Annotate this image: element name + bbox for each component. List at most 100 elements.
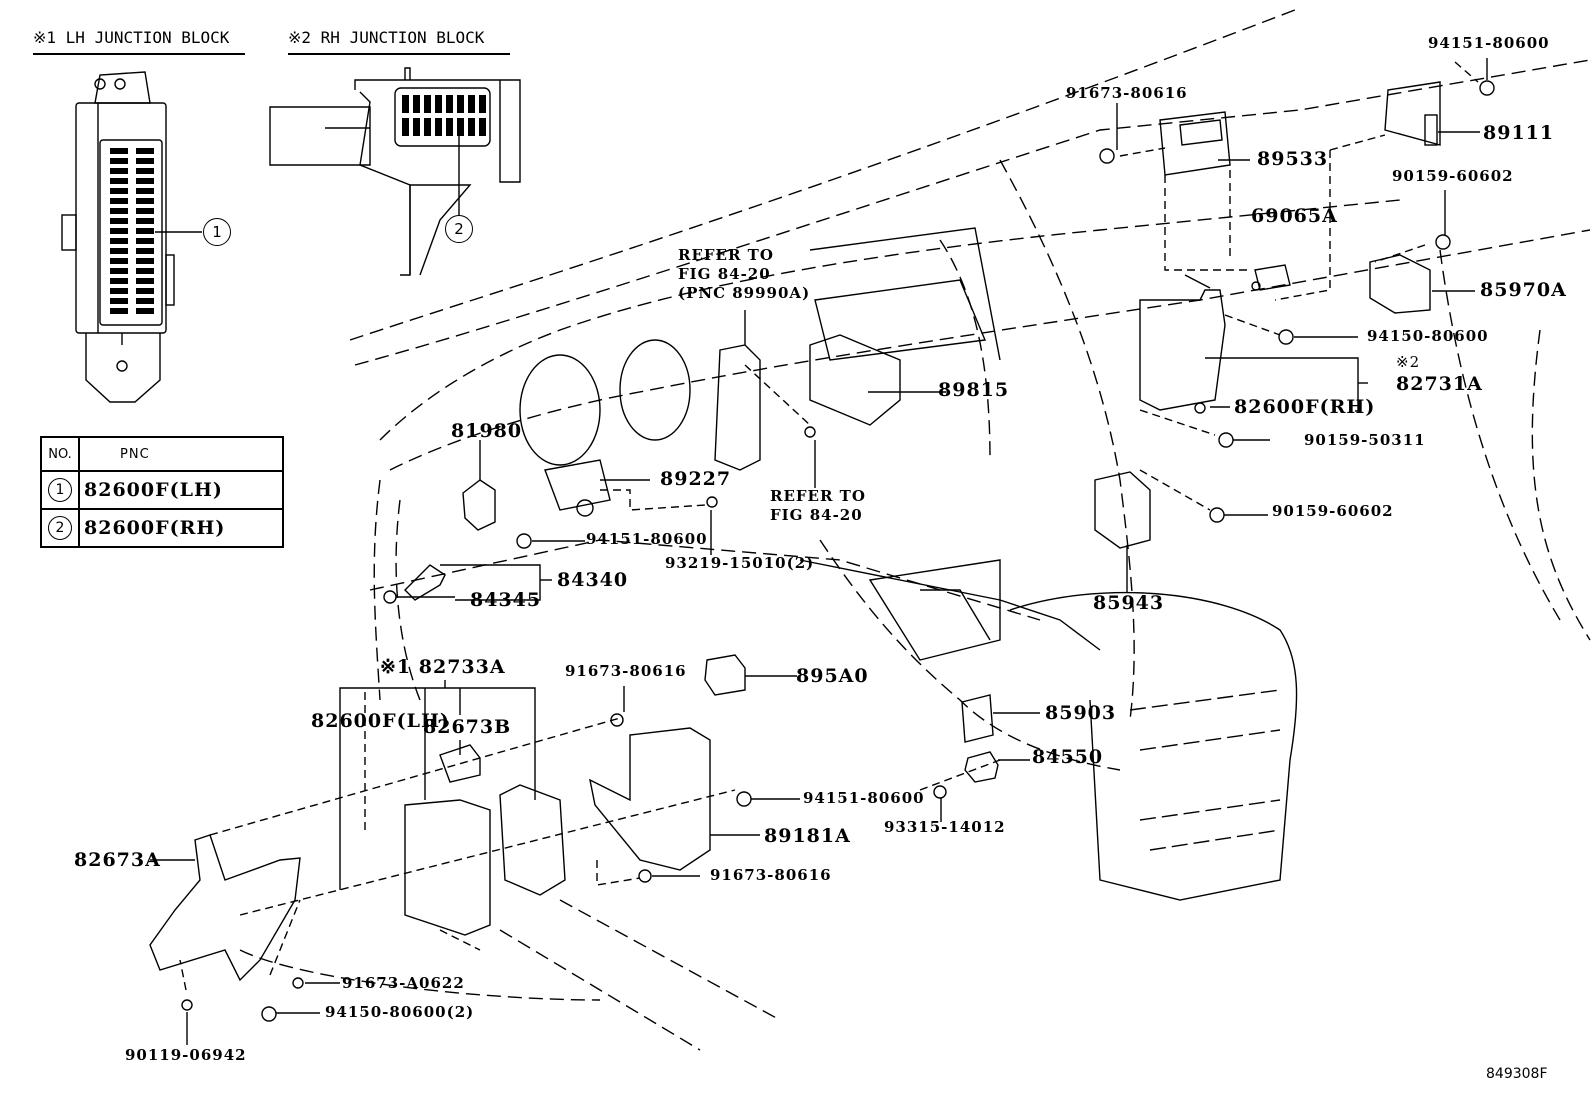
connector-pin bbox=[110, 238, 128, 244]
lh-junction-block-drawing bbox=[61, 71, 175, 403]
connector-pin bbox=[110, 268, 128, 274]
leader-lines bbox=[150, 58, 1488, 1045]
part-label[interactable]: 89181A bbox=[764, 825, 851, 847]
rh-junction-block-drawing bbox=[269, 67, 521, 276]
part-label[interactable]: 90159-60602 bbox=[1272, 502, 1394, 520]
connector-pin bbox=[136, 248, 154, 254]
part-label[interactable]: 84340 bbox=[557, 569, 629, 591]
part-label[interactable]: 94150-80600 bbox=[1367, 327, 1489, 345]
part-label[interactable]: 84550 bbox=[1032, 746, 1104, 768]
part-label[interactable]: 85943 bbox=[1093, 592, 1165, 614]
connector-pin bbox=[110, 198, 128, 204]
part-label[interactable]: 84345 bbox=[470, 589, 542, 611]
connector-pin bbox=[136, 278, 154, 284]
part-label[interactable]: 82600F(RH) bbox=[1234, 396, 1376, 418]
connector-pin bbox=[110, 158, 128, 164]
refer-note-line: FIG 84-20 bbox=[678, 265, 771, 283]
connector-pin bbox=[110, 178, 128, 184]
rh-junction-block-title: ※2 RH JUNCTION BLOCK bbox=[288, 28, 510, 55]
connector-pin bbox=[446, 118, 453, 136]
part-label[interactable]: 91673-80616 bbox=[710, 866, 832, 884]
connector-pin bbox=[136, 158, 154, 164]
row-number: 2 bbox=[48, 516, 72, 540]
part-label[interactable]: 91673-A0622 bbox=[342, 974, 465, 992]
connector-pin bbox=[136, 268, 154, 274]
connector-pin bbox=[435, 95, 442, 113]
connector-pin bbox=[446, 95, 453, 113]
part-89990A-module bbox=[714, 344, 761, 471]
connector-pin bbox=[136, 178, 154, 184]
part-89181A-bracket bbox=[589, 727, 711, 871]
connector-pin bbox=[110, 218, 128, 224]
lh-junction-block-title: ※1 LH JUNCTION BLOCK bbox=[33, 28, 245, 55]
connector-pin bbox=[110, 258, 128, 264]
connector-pin bbox=[136, 238, 154, 244]
part-89111-module bbox=[1384, 81, 1441, 146]
part-label[interactable]: 94151-80600 bbox=[1428, 34, 1550, 52]
table-row: 2 82600F(RH) bbox=[40, 508, 284, 548]
callout-1: 1 bbox=[203, 218, 231, 246]
part-label[interactable]: 90119-06942 bbox=[125, 1046, 247, 1064]
part-label[interactable]: ※1 82733A bbox=[380, 656, 506, 678]
part-label[interactable]: 90159-50311 bbox=[1304, 431, 1426, 449]
part-label[interactable]: 82673B bbox=[423, 716, 512, 738]
refer-note-line: (PNC 89990A) bbox=[678, 284, 811, 302]
connector-pin bbox=[136, 208, 154, 214]
part-label[interactable]: 85970A bbox=[1480, 279, 1567, 301]
connector-pin bbox=[136, 198, 154, 204]
part-82673B-clip bbox=[439, 744, 481, 783]
connector-pin bbox=[136, 308, 154, 314]
part-label[interactable]: 91673-80616 bbox=[1066, 84, 1188, 102]
connector-pin bbox=[479, 118, 486, 136]
part-69065A-connector bbox=[1251, 264, 1291, 291]
part-label[interactable]: 81980 bbox=[451, 420, 523, 442]
connector-pin bbox=[110, 188, 128, 194]
connector-pin bbox=[110, 168, 128, 174]
part-895A0-relay bbox=[704, 654, 746, 696]
connector-pin bbox=[136, 188, 154, 194]
part-89227-sensor bbox=[544, 459, 611, 517]
part-85903-switch bbox=[961, 694, 994, 743]
part-82731A-bracket bbox=[1139, 274, 1226, 411]
part-label[interactable]: 93315-14012 bbox=[884, 818, 1006, 836]
connector-pin bbox=[424, 118, 431, 136]
part-81980-relay bbox=[462, 479, 496, 531]
part-label[interactable]: 91673-80616 bbox=[565, 662, 687, 680]
part-label[interactable]: 85903 bbox=[1045, 702, 1117, 724]
connector-pin bbox=[435, 118, 442, 136]
part-82733A-module bbox=[499, 784, 566, 896]
assembly-lines bbox=[179, 61, 1479, 991]
part-label[interactable]: 69065A bbox=[1251, 205, 1338, 227]
part-label[interactable]: 89111 bbox=[1483, 122, 1555, 144]
connector-pin bbox=[457, 118, 464, 136]
connector-pin bbox=[136, 298, 154, 304]
part-label[interactable]: 93219-15010(2) bbox=[665, 554, 815, 572]
part-label[interactable]: 82600F(LH) bbox=[311, 710, 450, 732]
part-label[interactable]: 89227 bbox=[660, 468, 732, 490]
part-84550-switch bbox=[964, 751, 999, 783]
part-89533-module bbox=[1159, 111, 1231, 176]
rh-junction-block-pins bbox=[402, 95, 486, 136]
dashboard-outline bbox=[239, 7, 1591, 1051]
row-number: 1 bbox=[48, 478, 72, 502]
part-label[interactable]: 90159-60602 bbox=[1392, 167, 1514, 185]
connector-pin bbox=[413, 95, 420, 113]
part-label[interactable]: 82731A bbox=[1396, 373, 1483, 395]
connector-pin bbox=[468, 118, 475, 136]
refer-note-line: REFER TO bbox=[770, 487, 866, 505]
figure-id: 849308F bbox=[1486, 1066, 1548, 1082]
connector-pin bbox=[402, 95, 409, 113]
header-pnc: PNC bbox=[78, 436, 284, 472]
connector-pin bbox=[110, 308, 128, 314]
part-label[interactable]: 89815 bbox=[938, 379, 1010, 401]
part-label[interactable]: 82673A bbox=[74, 849, 161, 871]
connector-pin bbox=[110, 278, 128, 284]
part-label[interactable]: 94151-80600 bbox=[586, 530, 708, 548]
part-label[interactable]: 89533 bbox=[1257, 148, 1329, 170]
part-label[interactable]: 895A0 bbox=[796, 665, 869, 687]
connector-pin bbox=[413, 118, 420, 136]
connector-pin bbox=[424, 95, 431, 113]
row-pnc: 82600F(LH) bbox=[78, 470, 284, 510]
part-label[interactable]: 94151-80600 bbox=[803, 789, 925, 807]
part-label[interactable]: 94150-80600(2) bbox=[325, 1003, 475, 1021]
